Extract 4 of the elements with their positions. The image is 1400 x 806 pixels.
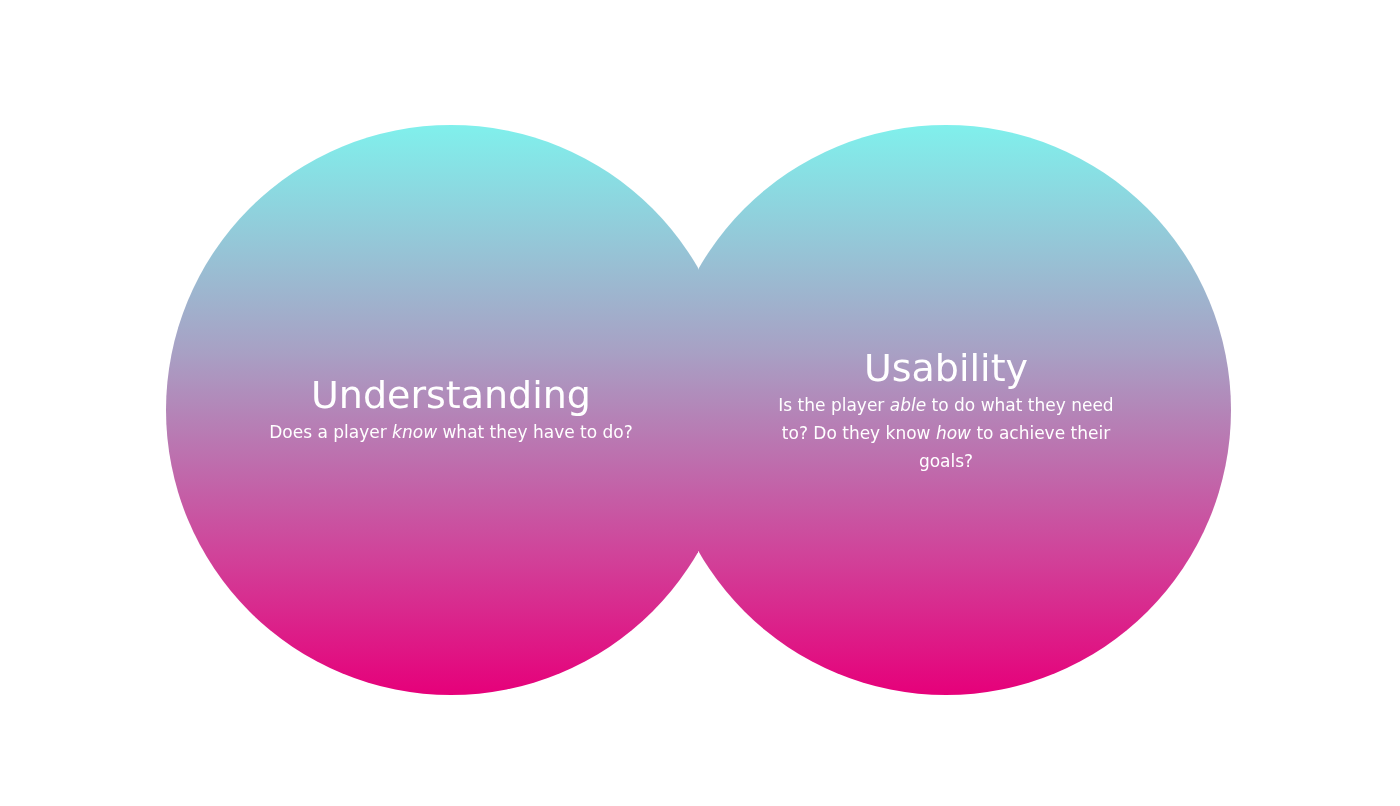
description: Is the player able to do what they need to? Do they know how to achieve their goals? (777, 394, 1115, 473)
description: Does a player know what they have to do? (268, 421, 634, 444)
heading: Usability (862, 345, 1030, 391)
heading: Understanding (310, 372, 592, 418)
